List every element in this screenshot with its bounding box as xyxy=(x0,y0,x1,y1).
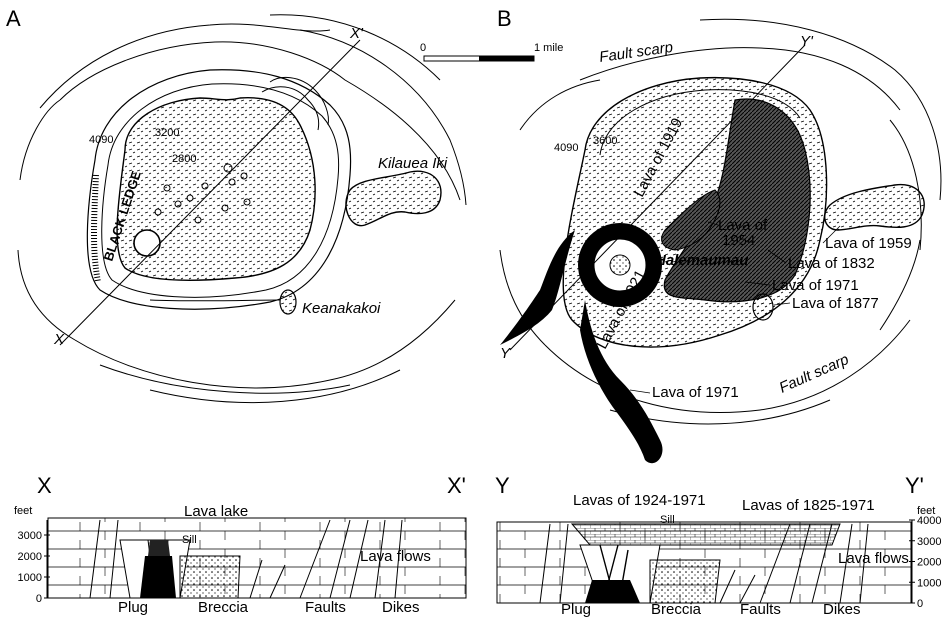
elev-rim-b: 4090 xyxy=(554,142,578,154)
map-b: B Fault scarp Fault scarp xyxy=(497,6,942,464)
section-y-right-label: Y' xyxy=(905,473,924,498)
lava-1954-area xyxy=(661,189,721,251)
kilauea-iki-label: Kilauea Iki xyxy=(378,155,448,172)
map-a-x-label: X xyxy=(53,331,65,348)
pit-crater-a xyxy=(133,229,161,257)
kilauea-iki-crater xyxy=(345,170,442,227)
scale-bar-start: 0 xyxy=(420,42,426,54)
scale-bar-end: 1 mile xyxy=(534,42,563,54)
section-x-dikes-label: Dikes xyxy=(382,599,420,616)
keanakakoi-label: Keanakakoi xyxy=(302,300,381,317)
panel-a-label: A xyxy=(6,6,21,31)
section-y-ticks: 4000 3000 2000 1000 0 xyxy=(909,515,941,610)
map-a: A xyxy=(6,6,467,404)
black-ledge-hatch xyxy=(91,174,101,283)
section-y-plug xyxy=(585,580,640,603)
section-x-breccia-label: Breccia xyxy=(198,599,249,616)
section-y-sill-label: Sill xyxy=(660,514,675,526)
fault-scarp-south-label: Fault scarp xyxy=(777,351,852,397)
keanakakoi-crater xyxy=(279,289,297,315)
section-y-plug-label: Plug xyxy=(561,601,591,618)
map-a-contours xyxy=(17,14,467,404)
axis-tick-label: 4000 xyxy=(917,515,941,527)
section-x-left-label: X xyxy=(37,473,52,498)
section-y: Y Y' feet 4000 3000 2000 1000 0 Lavas of 192… xyxy=(495,473,941,618)
leader-lines-b xyxy=(629,221,841,394)
section-x-breccia xyxy=(179,555,241,599)
section-x-unit: feet xyxy=(14,505,32,517)
section-y-caldera-fill xyxy=(570,523,841,546)
lava-1954-label-2: 1954 xyxy=(722,232,755,249)
section-y-lavas-a-label: Lavas of 1924-1971 xyxy=(573,492,706,509)
lava-1971-east-label: Lava of 1971 xyxy=(772,277,859,294)
section-y-unit: feet xyxy=(917,505,935,517)
section-y-dikes-label: Dikes xyxy=(823,601,861,618)
axis-tick-label: 2000 xyxy=(917,557,941,569)
elev-ledge-a: 3200 xyxy=(155,127,179,139)
section-x-right-label: X' xyxy=(447,473,466,498)
lava-1971-sw-flow xyxy=(500,230,575,345)
axis-tick-label: 3000 xyxy=(917,536,941,548)
lava-1954-label-1: Lava of xyxy=(718,217,768,234)
map-b-y-label: Y xyxy=(500,345,511,362)
spatter-cones xyxy=(154,163,251,224)
section-x-ticks: 3000 2000 1000 0 xyxy=(18,530,50,605)
map-a-xprime-label: X' xyxy=(349,25,364,42)
axis-tick-label: 1000 xyxy=(917,577,941,589)
section-x-lava-lake-label: Lava lake xyxy=(184,503,248,520)
section-y-breccia xyxy=(649,559,721,604)
elev-floor-a: 2800 xyxy=(172,153,196,165)
section-line-yy xyxy=(509,44,806,351)
section-x-plug xyxy=(140,556,176,598)
section-y-faults-label: Faults xyxy=(740,601,781,618)
crater-floor-a xyxy=(116,97,316,281)
lava-1877-label: Lava of 1877 xyxy=(792,295,879,312)
lava-1971-sw-label: Lava of 1971 xyxy=(652,384,739,401)
scale-bar: 0 1 mile xyxy=(420,42,563,62)
axis-tick-label: 1000 xyxy=(18,572,42,584)
axis-tick-label: 2000 xyxy=(18,551,42,563)
map-b-yprime-label: Y' xyxy=(800,33,814,50)
section-x: X X' feet 3000 2000 1000 0 Lava lake Sill L… xyxy=(14,473,467,616)
ne-scarps-a xyxy=(261,77,329,131)
section-x-faults xyxy=(89,519,403,599)
axis-tick-label: 0 xyxy=(36,593,42,605)
elev-rim-a: 4090 xyxy=(89,134,113,146)
axis-tick-label: 0 xyxy=(917,598,923,610)
caldera-bench-a xyxy=(101,83,340,298)
section-x-sill-label: Sill xyxy=(182,534,197,546)
section-y-lava-flows-label: Lava flows xyxy=(838,550,909,567)
section-x-lava-flows-label: Lava flows xyxy=(360,548,431,565)
lava-1959-label: Lava of 1959 xyxy=(825,235,912,252)
halemaumau-label: Halemaumau xyxy=(655,252,748,269)
section-y-breccia-label: Breccia xyxy=(651,601,702,618)
section-y-faults xyxy=(539,523,869,604)
section-x-plug-label: Plug xyxy=(118,599,148,616)
lava-1959-crater xyxy=(824,183,925,231)
section-x-plug-top xyxy=(148,540,170,556)
panel-b-label: B xyxy=(497,6,512,31)
elev-floor-b: 3600 xyxy=(593,135,617,147)
section-x-faults-label: Faults xyxy=(305,599,346,616)
section-line-xx xyxy=(59,39,361,346)
section-y-dikes-drawing xyxy=(599,544,629,597)
lava-1832-label: Lava of 1832 xyxy=(788,255,875,272)
section-y-lavas-b-label: Lavas of 1825-1971 xyxy=(742,497,875,514)
lava-1877-crater xyxy=(752,293,774,321)
section-y-left-label: Y xyxy=(495,473,510,498)
axis-tick-label: 3000 xyxy=(18,530,42,542)
